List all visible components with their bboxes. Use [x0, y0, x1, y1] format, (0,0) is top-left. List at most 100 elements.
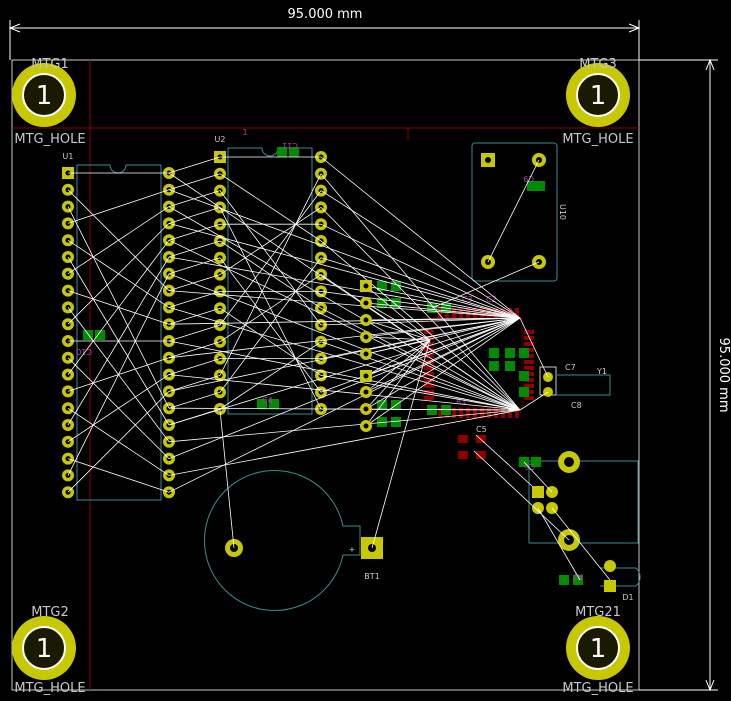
- smd-pad[interactable]: [269, 399, 279, 409]
- footprint-u10[interactable]: U10: [471, 142, 567, 282]
- ic-pad[interactable]: [515, 308, 519, 318]
- svg-text:1: 1: [36, 81, 53, 111]
- ic-pad[interactable]: [524, 396, 534, 400]
- ic-pad[interactable]: [424, 366, 434, 370]
- ic-pad[interactable]: [438, 308, 442, 318]
- ratsnest-line: [168, 207, 221, 224]
- svg-text:D1: D1: [622, 593, 633, 602]
- ic-pad[interactable]: [459, 408, 463, 418]
- ic-pad[interactable]: [424, 396, 434, 400]
- ic-pad[interactable]: [508, 408, 512, 418]
- mounting-hole-mtg2[interactable]: 1 MTG2 MTG_HOLE: [12, 605, 86, 696]
- ic-pad[interactable]: [424, 384, 434, 388]
- smd-pad[interactable]: [505, 361, 515, 371]
- smd-pad[interactable]: [458, 451, 468, 459]
- ic-pad[interactable]: [524, 360, 534, 364]
- ic-pad[interactable]: [494, 408, 498, 418]
- ic-pad[interactable]: [424, 354, 434, 358]
- smd-pad[interactable]: [489, 348, 499, 358]
- mounting-hole-mtg3[interactable]: 1 MTG3 MTG_HOLE: [562, 57, 633, 147]
- footprint-u2[interactable]: U2 1: [214, 128, 327, 415]
- ratsnest-line: [168, 223, 221, 241]
- smd-pad[interactable]: [277, 147, 287, 157]
- ratsnest-line: [67, 374, 170, 443]
- ratsnest-line: [168, 340, 521, 411]
- smd-pad[interactable]: [458, 435, 468, 443]
- smd-pad[interactable]: [377, 417, 387, 427]
- ic-pad[interactable]: [524, 330, 534, 334]
- ic-pad[interactable]: [424, 336, 434, 340]
- ratsnest-line: [320, 307, 521, 411]
- smd-pad[interactable]: [531, 457, 541, 467]
- mounting-hole-mtg1[interactable]: 1 MTG1 MTG_HOLE: [12, 57, 86, 147]
- svg-text:U1: U1: [63, 152, 74, 161]
- ratsnest-line: [320, 223, 521, 319]
- smd-pad[interactable]: [427, 405, 437, 415]
- ratsnest-line: [320, 257, 521, 319]
- ratsnest-line: [431, 261, 540, 309]
- drill-hole: [363, 389, 369, 395]
- ic-pad[interactable]: [466, 408, 470, 418]
- ic-pad[interactable]: [515, 408, 519, 418]
- smd-pad[interactable]: [377, 281, 387, 291]
- footprint-connector[interactable]: [528, 451, 639, 551]
- ic-pad[interactable]: [524, 384, 534, 388]
- ratsnest-line: [371, 339, 431, 549]
- smd-pad[interactable]: [527, 181, 537, 191]
- dimension-horizontal[interactable]: 95.000 mm: [8, 7, 641, 60]
- ic-pad[interactable]: [473, 308, 477, 318]
- smd-pad[interactable]: [519, 387, 529, 397]
- ic-pad[interactable]: [424, 372, 434, 376]
- ic-pad[interactable]: [524, 366, 534, 370]
- smd-pad[interactable]: [535, 181, 545, 191]
- ratsnest-line: [365, 317, 521, 338]
- svg-text:U2: U2: [215, 135, 226, 144]
- ratsnest-line: [365, 285, 431, 341]
- smd-pad[interactable]: [391, 281, 401, 291]
- smd-pad[interactable]: [476, 435, 486, 443]
- svg-text:MTG3: MTG3: [579, 57, 617, 72]
- footprint-d1[interactable]: D1: [600, 560, 641, 602]
- smd-pad[interactable]: [95, 330, 105, 340]
- mounting-hole-mtg21[interactable]: 1 MTG21 MTG_HOLE: [562, 605, 633, 696]
- ic-pad[interactable]: [424, 348, 434, 352]
- svg-text:MTG_HOLE: MTG_HOLE: [562, 681, 633, 696]
- smd-pad[interactable]: [289, 147, 299, 157]
- ratsnest-line: [168, 409, 521, 476]
- smd-pad[interactable]: [391, 298, 401, 308]
- ic-pad[interactable]: [424, 378, 434, 382]
- ratsnest-line: [168, 274, 221, 291]
- smd-pad[interactable]: [257, 399, 267, 409]
- smd-pad[interactable]: [519, 348, 529, 358]
- smd-pad[interactable]: [573, 575, 583, 585]
- smd-pad[interactable]: [559, 575, 569, 585]
- drill-hole: [363, 423, 369, 429]
- smd-pad[interactable]: [519, 371, 529, 381]
- smd-pad[interactable]: [489, 361, 499, 371]
- ic-pad[interactable]: [524, 342, 534, 346]
- smd-parts[interactable]: [83, 147, 583, 585]
- dimension-vertical[interactable]: 95.000 mm: [639, 58, 731, 692]
- smd-pad[interactable]: [391, 417, 401, 427]
- ic-pad[interactable]: [524, 336, 534, 340]
- smd-pad[interactable]: [476, 451, 486, 459]
- drill-hole: [363, 351, 369, 357]
- smd-pad[interactable]: [377, 298, 387, 308]
- ic-pad[interactable]: [438, 408, 442, 418]
- ic-pad[interactable]: [473, 408, 477, 418]
- footprint-bt1[interactable]: + BT1: [204, 470, 383, 611]
- svg-text:+: +: [349, 545, 356, 554]
- ic-pad[interactable]: [424, 330, 434, 334]
- ratsnest-line: [168, 190, 221, 207]
- board-edge: [11, 59, 640, 691]
- svg-text:1: 1: [242, 128, 247, 137]
- svg-text:MTG_HOLE: MTG_HOLE: [562, 132, 633, 147]
- smd-pad[interactable]: [505, 348, 515, 358]
- ic-pad[interactable]: [452, 408, 456, 418]
- ratsnest-line: [219, 173, 322, 376]
- label-c3: C3: [462, 295, 473, 304]
- ic-pad[interactable]: [480, 408, 484, 418]
- ratsnest-line: [67, 206, 170, 275]
- smd-pad[interactable]: [83, 330, 93, 340]
